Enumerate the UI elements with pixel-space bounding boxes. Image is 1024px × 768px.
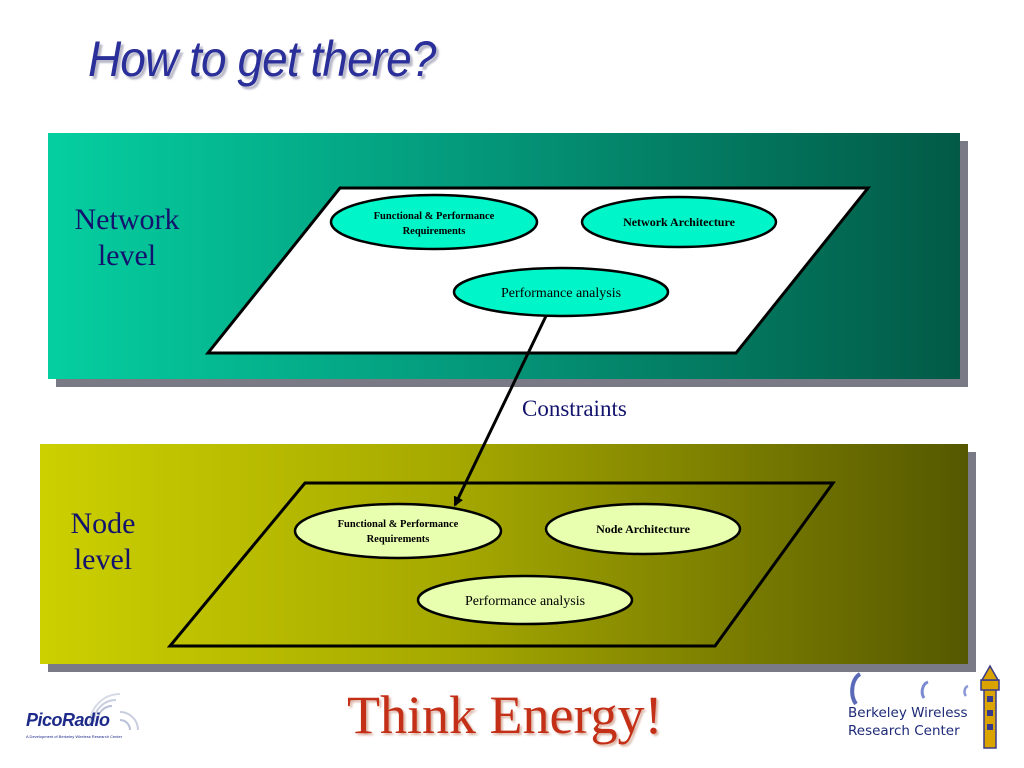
node-performance-analysis-node[interactable]: Performance analysis [416,574,634,626]
network-level-label: Network level [62,202,192,274]
picoradio-waves-icon [89,693,139,731]
node-performance-text: Performance analysis [465,594,585,609]
network-functional-ellipse [329,193,539,251]
constraints-label: Constraints [522,396,627,421]
node-level-panel [40,444,968,664]
bwrc-logo: Berkeley Wireless Research Center [836,662,1016,762]
bwrc-line2: Research Center [848,723,960,739]
picoradio-tagline: A Development of Berkeley Wireless Resea… [26,734,123,739]
network-functional-line1: Functional & Performance [374,211,495,222]
node-architecture-node[interactable]: Node Architecture [544,502,742,556]
bwrc-name: Berkeley Wireless Research Center [848,704,968,740]
network-architecture-node[interactable]: Network Architecture [580,195,778,249]
node-architecture-text: Node Architecture [596,522,691,536]
node-level-label: Node level [48,506,158,578]
picoradio-logo: PicoRadio A Development of Berkeley Wire… [20,690,150,750]
node-level-label-line2: level [73,543,133,576]
node-architecture-ellipse [544,502,742,556]
constraints-arrow [453,315,548,507]
network-performance-ellipse [452,266,670,318]
network-architecture-ellipse [580,195,778,249]
network-architecture-text: Network Architecture [623,215,736,229]
network-functional-line2: Requirements [403,226,466,237]
node-functional-line2: Requirements [367,534,430,545]
node-level-label-line1: Node [70,507,136,540]
network-functional-requirements-node[interactable]: Functional & Performance Requirements [329,193,539,251]
node-functional-line1: Functional & Performance [338,519,459,530]
network-level-label-line1: Network [74,203,180,236]
network-level-label-line2: level [97,239,157,272]
node-performance-ellipse [416,574,634,626]
bwrc-graphic-icon [850,664,1000,749]
picoradio-name: PicoRadio [26,710,110,730]
think-energy-text: Think Energy! [347,685,663,745]
slide-title: How to get there? [88,31,436,87]
node-plane [166,481,836,648]
node-functional-ellipse [293,502,503,560]
bwrc-line1: Berkeley Wireless [848,705,968,721]
network-performance-analysis-node[interactable]: Performance analysis [452,266,670,318]
network-performance-text: Performance analysis [501,286,621,301]
node-functional-requirements-node[interactable]: Functional & Performance Requirements [293,502,503,560]
